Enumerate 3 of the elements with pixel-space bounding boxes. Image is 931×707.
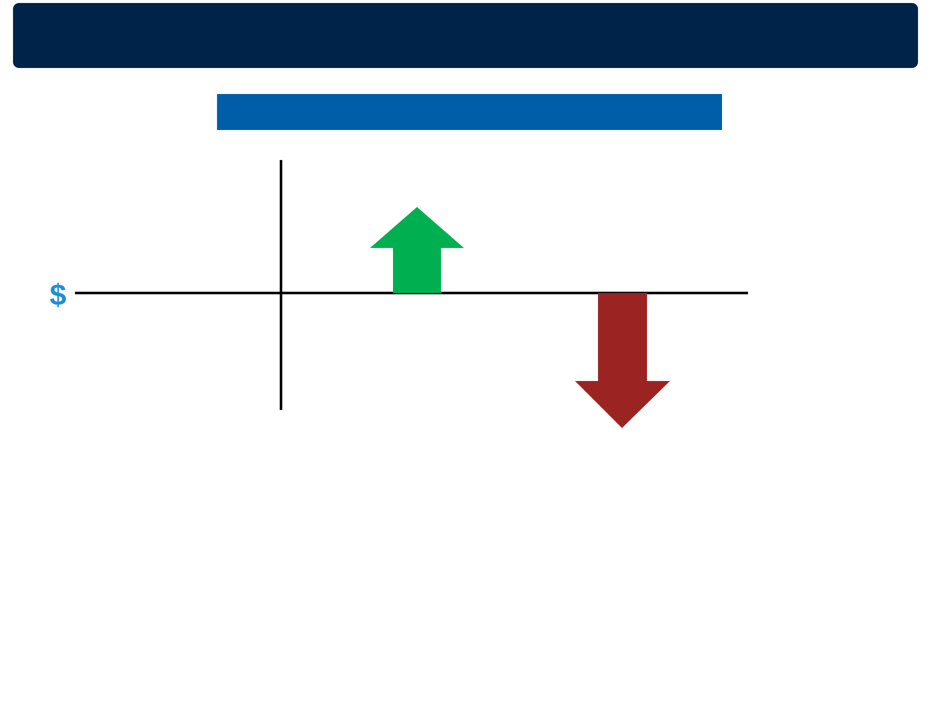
header-bar: [13, 3, 918, 68]
axis-label: $: [50, 282, 66, 308]
title-bar: [217, 94, 722, 130]
